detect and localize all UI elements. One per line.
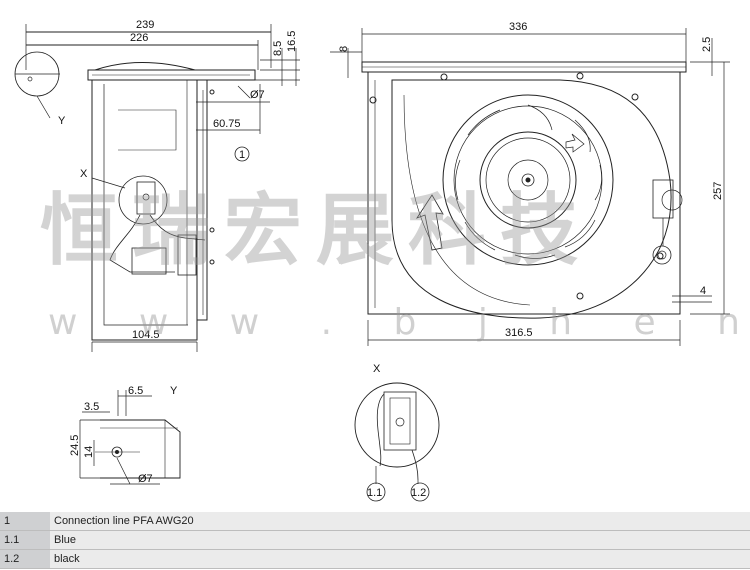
dim-336: 336 <box>509 21 527 33</box>
dim-226: 226 <box>130 32 148 44</box>
detail-x: X 1.1 1.2 <box>354 363 440 502</box>
dim-257: 257 <box>712 182 724 200</box>
legend-row: 1 Connection line PFA AWG20 <box>0 512 750 531</box>
dim-316-5: 316.5 <box>505 327 533 339</box>
detail-y-dim-14: 14 <box>83 446 95 458</box>
callout-1-2: 1.2 <box>411 487 426 499</box>
dim-60-75: 60.75 <box>213 118 241 130</box>
legend-table: 1 Connection line PFA AWG20 1.1 Blue 1.2… <box>0 512 750 569</box>
legend-code: 1.1 <box>0 530 50 550</box>
dim-8-5: 8.5 <box>272 41 284 56</box>
technical-drawing: 239 226 8.5 16.5 Ø7 60.75 <box>14 19 730 502</box>
detail-y-dim-6-5: 6.5 <box>128 385 143 397</box>
dim-4: 4 <box>700 285 706 297</box>
detail-y-dim-24-5: 24.5 <box>69 435 81 456</box>
dim-104-5: 104.5 <box>132 329 160 341</box>
legend-code: 1 <box>0 512 50 531</box>
legend-description: black <box>50 549 750 569</box>
detail-y-diameter: Ø7 <box>138 473 153 485</box>
detail-y-title: Y <box>170 385 178 397</box>
dim-8: 8 <box>338 46 350 52</box>
dim-16-5: 16.5 <box>286 31 298 52</box>
dim-diameter-7: Ø7 <box>250 89 265 101</box>
callout-1: 1 <box>239 149 245 161</box>
view-label-x: X <box>80 168 88 180</box>
dim-239: 239 <box>136 19 154 31</box>
view-label-y: Y <box>58 115 66 127</box>
legend-row: 1.1 Blue <box>0 530 750 550</box>
dim-2-5: 2.5 <box>701 37 713 52</box>
detail-x-title: X <box>373 363 381 375</box>
front-view: 336 8 2.5 <box>330 21 730 346</box>
legend-row: 1.2 black <box>0 549 750 569</box>
detail-y: Y 6.5 3.5 24.5 14 Ø7 <box>69 385 181 485</box>
detail-y-dim-3-5: 3.5 <box>84 401 99 413</box>
side-view: 239 226 8.5 16.5 Ø7 60.75 <box>14 19 300 352</box>
legend-description: Connection line PFA AWG20 <box>50 512 750 531</box>
legend-description: Blue <box>50 530 750 550</box>
callout-1-1: 1.1 <box>367 487 382 499</box>
legend-code: 1.2 <box>0 549 50 569</box>
